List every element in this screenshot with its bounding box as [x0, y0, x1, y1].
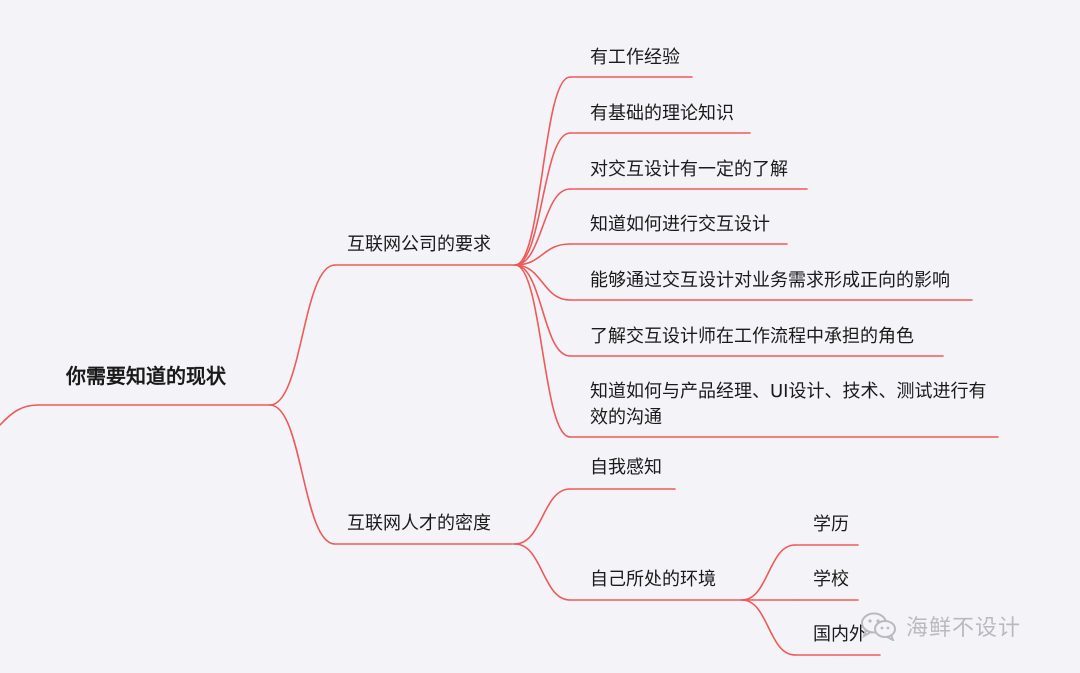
leaf-label: 了解交互设计师在工作流程中承担的角色 — [590, 326, 914, 347]
leaf-label: 国内外 — [813, 624, 867, 645]
wechat-icon — [861, 612, 896, 641]
edge-branch1-leaf-4 — [514, 243, 571, 266]
edge-branch1-leaf-1 — [514, 76, 571, 266]
root-label: 你需要知道的现状 — [66, 364, 226, 388]
edge-env-leaf-3 — [741, 599, 796, 656]
edge-branch1-leaf-3 — [514, 188, 571, 266]
leaf-label: 能够通过交互设计对业务需求形成正向的影响 — [590, 270, 950, 291]
watermark-text: 海鲜不设计 — [906, 616, 1022, 641]
branch-label-company-requirements: 互联网公司的要求 — [347, 234, 491, 255]
edge-root-branch-2 — [269, 404, 336, 545]
watermark: 海鲜不设计 — [860, 610, 1021, 642]
edge-branch1-leaf-5 — [514, 264, 571, 301]
edge-env-leaf-1 — [741, 544, 796, 601]
leaf-label: 对交互设计有一定的了解 — [590, 159, 788, 180]
node-label-environment: 自己所处的环境 — [590, 569, 716, 590]
edge-root-stub — [0, 404, 39, 426]
edge-branch1-leaf-2 — [514, 132, 571, 266]
edge-root-branch-1 — [269, 264, 336, 406]
edge-branch2-env — [514, 543, 571, 601]
leaf-label: 有工作经验 — [590, 47, 680, 68]
leaf-label: 有基础的理论知识 — [590, 103, 734, 124]
edge-branch1-leaf-7 — [514, 264, 571, 438]
leaf-label: 知道如何与产品经理、UI设计、技术、测试进行有效的沟通 — [590, 381, 987, 428]
leaf-label: 学校 — [813, 569, 849, 590]
edge-branch2-self — [514, 488, 571, 545]
branch-label-talent-density: 互联网人才的密度 — [347, 513, 491, 534]
edge-branch1-leaf-6 — [514, 264, 571, 357]
leaf-label: 知道如何进行交互设计 — [590, 214, 770, 235]
leaf-label: 自我感知 — [590, 457, 662, 478]
leaf-label: 学历 — [813, 514, 849, 535]
